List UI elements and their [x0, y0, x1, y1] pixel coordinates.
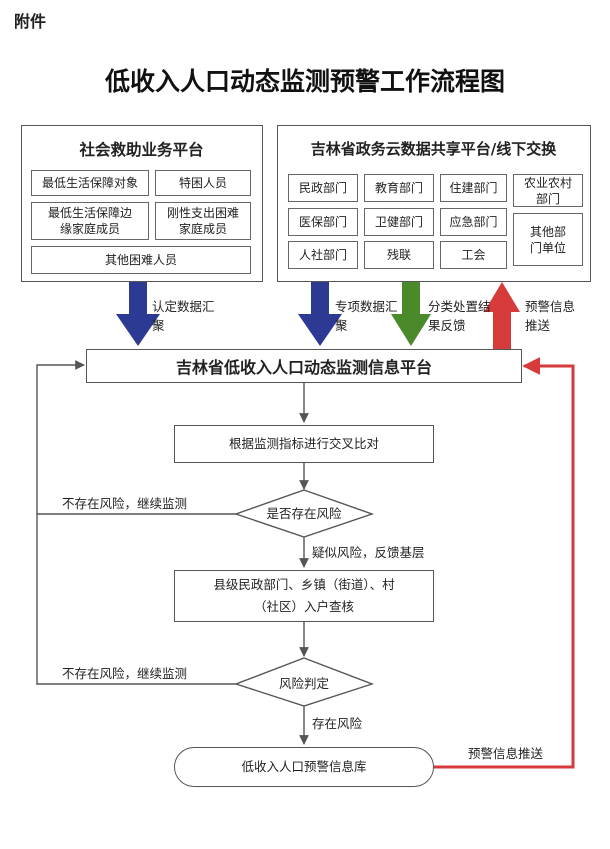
step-home-verification: 县级民政部门、乡镇（街道）、村（社区）入户查核	[174, 570, 434, 622]
dept-trade-union: 工会	[440, 241, 507, 269]
social-assistance-platform-title: 社会救助业务平台	[79, 141, 204, 159]
decision-risk-check-shape	[233, 489, 375, 538]
label-no-risk-continue-1: 不存在风险，继续监测	[62, 496, 188, 511]
green-arrow-feedback	[391, 282, 431, 346]
step-cross-compare: 根据监测指标进行交叉比对	[174, 425, 434, 463]
dept-agriculture: 农业农村部门	[513, 174, 583, 207]
edge-no-risk-loop-2	[36, 514, 236, 685]
decision-risk-judge-shape	[233, 657, 375, 707]
edge-no-risk-loop-1	[36, 360, 236, 515]
attachment-label: 附件	[14, 12, 47, 31]
left-item-dibao-edge: 最低生活保障边缘家庭成员	[31, 202, 149, 240]
label-certified-data: 认定数据汇聚	[152, 299, 215, 333]
dept-health: 卫健部门	[364, 208, 434, 236]
label-suspected-risk: 疑似风险，反馈基层	[312, 545, 425, 560]
blue-arrow-certified-data	[116, 282, 160, 346]
decision-risk-check: 是否存在风险	[266, 506, 342, 521]
left-item-dibao: 最低生活保障对象	[31, 170, 149, 196]
dept-other: 其他部门单位	[513, 213, 583, 266]
label-result-feedback: 分类处置结果反馈	[428, 299, 491, 333]
page-title: 低收入人口动态监测预警工作流程图	[104, 67, 505, 96]
dept-disabled-federation: 残联	[364, 241, 434, 269]
label-warning-push-up: 预警信息推送	[525, 299, 576, 333]
warning-info-database: 低收入人口预警信息库	[174, 747, 434, 787]
decision-risk-judge: 风险判定	[278, 676, 329, 691]
blue-arrow-special-data	[298, 282, 342, 346]
dept-medical-insurance: 医保部门	[288, 208, 358, 236]
label-no-risk-continue-2: 不存在风险，继续监测	[62, 666, 188, 681]
dept-civil-affairs: 民政部门	[288, 174, 358, 202]
dept-housing: 住建部门	[440, 174, 507, 202]
gov-data-sharing-platform-title: 吉林省政务云数据共享平台/线下交换	[310, 140, 557, 158]
left-item-rigid-expense: 刚性支出困难家庭成员	[155, 202, 251, 240]
edge-warning-push	[434, 357, 575, 769]
label-special-data: 专项数据汇聚	[335, 299, 398, 333]
left-item-tekun: 特困人员	[155, 170, 251, 196]
red-arrow-warning-up	[484, 282, 520, 350]
label-has-risk: 存在风险	[312, 716, 363, 731]
dept-emergency: 应急部门	[440, 208, 507, 236]
monitoring-info-platform: 吉林省低收入人口动态监测信息平台	[86, 349, 522, 383]
left-item-other: 其他困难人员	[31, 246, 251, 274]
dept-human-resources: 人社部门	[288, 241, 358, 269]
label-warning-push: 预警信息推送	[468, 746, 544, 761]
dept-education: 教育部门	[364, 174, 434, 202]
